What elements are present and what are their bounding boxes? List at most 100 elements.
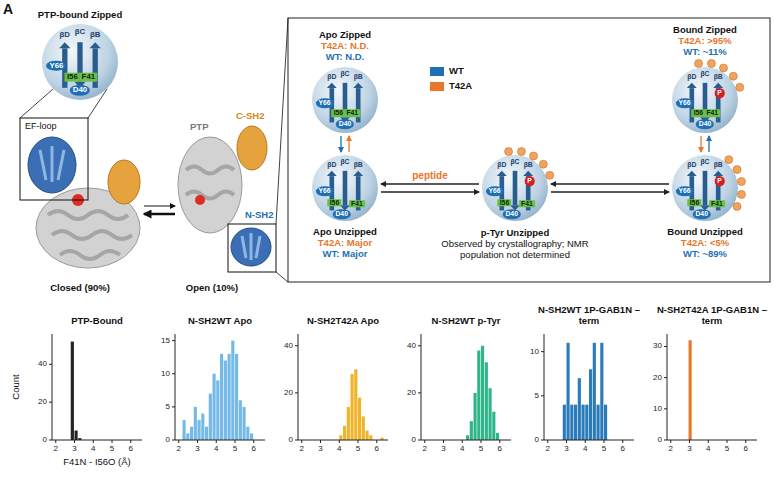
histogram-bar (354, 369, 357, 440)
tick-label: 0 (412, 435, 416, 444)
state-heading: PTP-bound Zipped (0, 9, 170, 20)
strand-label: βB (354, 73, 363, 80)
state-circle: Apo ZippedT42A: N.D.WT: N.D.βDβCβBY66I56… (312, 67, 378, 133)
peptide-residue (539, 160, 547, 168)
tick-label: 3 (564, 444, 568, 453)
tick-mark (547, 440, 548, 443)
tick-mark (499, 440, 500, 443)
histogram-bar (481, 346, 484, 440)
peptide-residue (720, 64, 728, 72)
edge-label: peptide (410, 170, 450, 182)
histogram-bar (190, 427, 193, 440)
beta-strand (703, 171, 708, 205)
phospho-site: P (524, 177, 535, 186)
histogram-bar (485, 362, 488, 440)
chart-title: N-SH2WT 1P-GAB1N – term (528, 305, 650, 327)
tick-label: 2 (177, 444, 181, 453)
legend: WTT42A (430, 64, 472, 94)
legend-swatch (430, 82, 444, 91)
strand-label: βB (714, 161, 723, 168)
open-protein (178, 18, 288, 282)
tick-mark (664, 408, 667, 409)
tick-label: 10 (653, 404, 662, 413)
tick-label: 6 (375, 444, 379, 453)
histogram-bar (75, 431, 78, 440)
histogram-bar (466, 435, 469, 440)
beta-strand (356, 88, 361, 122)
tick-mark (235, 440, 236, 443)
tick-mark (622, 440, 623, 443)
histogram-bar (246, 427, 249, 440)
residue-box: I56 (332, 109, 345, 116)
tick-mark (49, 364, 52, 365)
state-title: p-Tyr Unzipped (433, 227, 598, 238)
tick-mark (418, 345, 421, 346)
tick-mark (172, 440, 175, 441)
tick-label: 0 (166, 435, 170, 444)
tick-label: 10 (161, 369, 170, 378)
histogram-bar (228, 354, 231, 440)
chart-title: PTP-Bound (36, 316, 158, 327)
histogram-bar (220, 354, 223, 440)
histogram-bar (489, 388, 492, 440)
histogram-bar (567, 343, 570, 440)
state-title: Bound Zipped (645, 24, 765, 35)
peptide-residue (517, 148, 525, 156)
state-title: Bound Unzipped (645, 226, 765, 237)
tick-label: 2 (546, 444, 550, 453)
histogram-bar (71, 342, 74, 440)
population-note: WT: ~11% (645, 46, 765, 57)
tick-label: 6 (744, 444, 748, 453)
tick-label: 40 (38, 360, 47, 369)
strand-head (523, 171, 533, 176)
sphere (672, 155, 738, 221)
strand-head (687, 171, 697, 176)
residue-box: I56 (498, 199, 511, 206)
tick-mark (541, 351, 544, 352)
tick-label: 10 (530, 347, 539, 356)
strand-head (327, 171, 337, 176)
tick-mark (418, 392, 421, 393)
histogram-bar (224, 361, 227, 441)
tick-label: 2 (54, 444, 58, 453)
state-heading: p-Tyr UnzippedObserved by crystallograph… (433, 227, 598, 260)
chart-title: N-SH2T42A Apo (282, 316, 404, 327)
strand-label: βC (340, 71, 349, 78)
tick-mark (49, 402, 52, 403)
histogram (418, 334, 511, 443)
histogram-bar (582, 405, 585, 440)
tick-label: 2 (423, 444, 427, 453)
tick-mark (670, 440, 671, 443)
axis-line (175, 334, 265, 440)
residue-box: I56 (65, 73, 80, 82)
tick-label: 6 (252, 444, 256, 453)
strand-head (327, 83, 337, 88)
histogram-bar (574, 405, 577, 440)
tick-label: 40 (407, 341, 416, 350)
domain-label: C-SH2 (236, 111, 265, 122)
tick-mark (295, 345, 298, 346)
histogram-bar (470, 421, 473, 440)
strand-head (353, 171, 363, 176)
histogram-bar (347, 407, 350, 440)
chart-title: N-SH2WT Apo (159, 316, 281, 327)
equilibrium-connector (341, 136, 349, 152)
residue-oval: D40 (70, 85, 90, 96)
sphere (672, 67, 738, 133)
state-circle: Bound ZippedT42A: >95%WT: ~11%βDβCβBY66I… (672, 67, 738, 133)
strand-label: βD (327, 73, 336, 80)
histogram-bar (209, 394, 212, 440)
population-note: T42A: Major (255, 237, 435, 248)
tick-label: 2 (669, 444, 673, 453)
tick-mark (424, 440, 425, 443)
histogram (172, 334, 265, 443)
residue-box: I56 (688, 199, 701, 206)
forward-arrow (381, 191, 479, 192)
strand-label: βD (60, 31, 70, 40)
tick-label: 5 (110, 444, 114, 453)
peptide-residue (725, 156, 733, 164)
tick-mark (727, 440, 728, 443)
residue-box: I56 (328, 199, 341, 206)
phospho-site: P (714, 89, 725, 98)
